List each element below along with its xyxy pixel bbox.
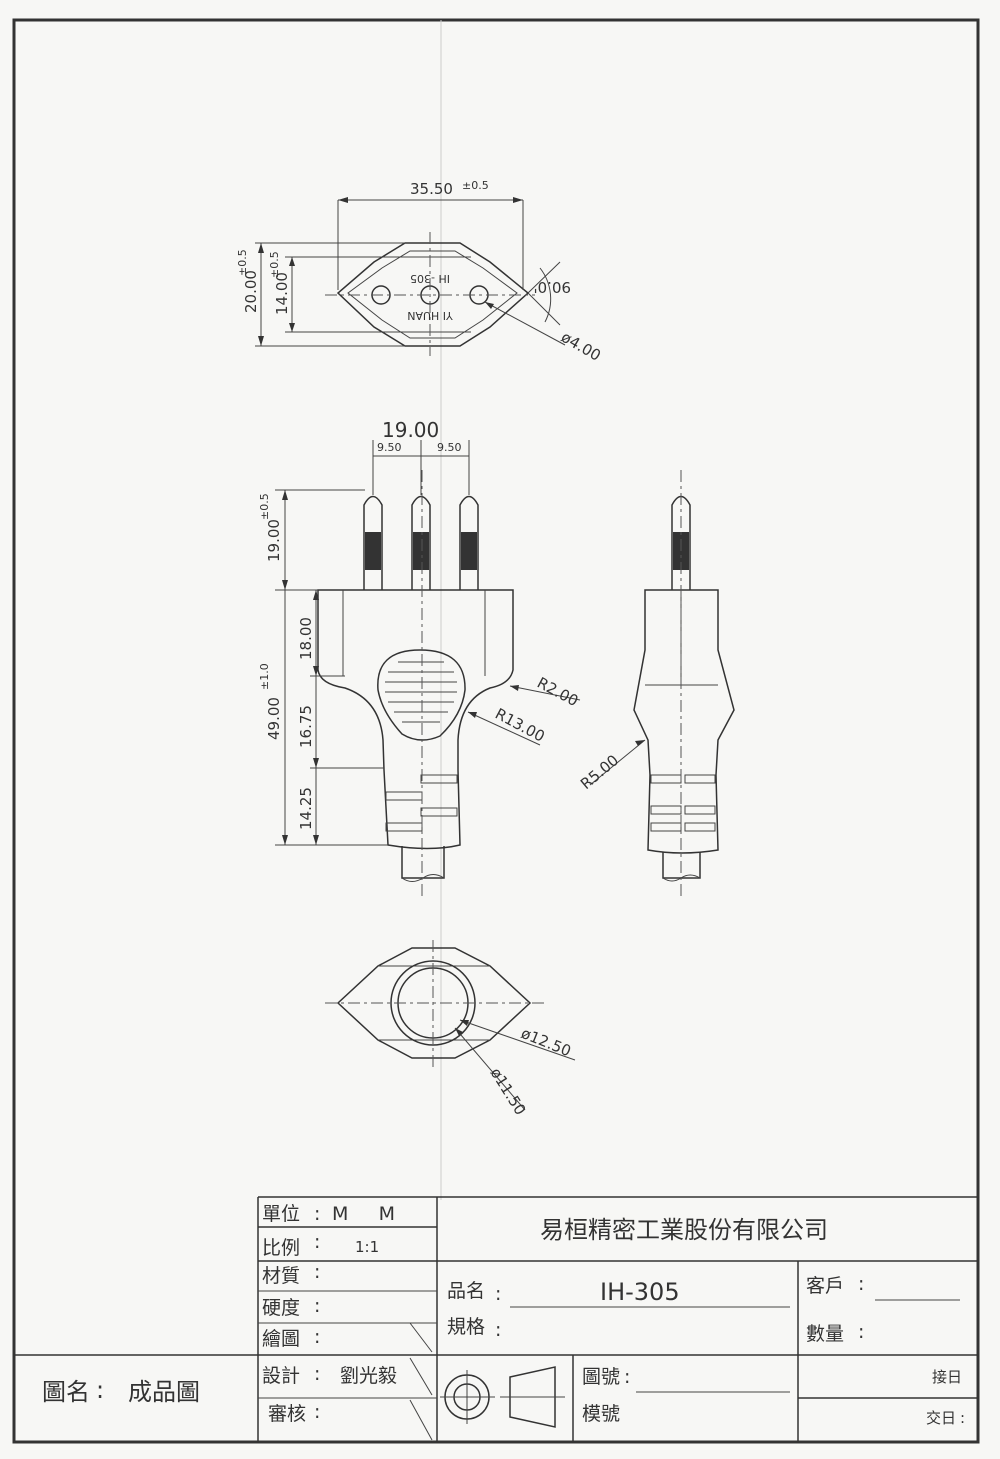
inner-dia-dim: ø11.50 (487, 1065, 530, 1119)
svg-text::: : (314, 1363, 320, 1385)
hardness-label: 硬度 (262, 1297, 300, 1319)
svg-text::: : (314, 1203, 320, 1225)
outer-dia-dim: ø12.50 (519, 1024, 574, 1060)
cable (401, 846, 445, 879)
drawn-label: 繪圖 (262, 1328, 300, 1350)
scale-value: 1:1 (355, 1238, 379, 1256)
pin-left (363, 495, 383, 590)
body-length-tol: ±1.0 (258, 663, 271, 690)
seg3-dim: 14.25 (297, 787, 315, 830)
angle-arc (539, 267, 552, 323)
spec-label: 規格 (447, 1316, 485, 1338)
radius-r2: R2.00 (534, 674, 581, 710)
unit-label: 單位 (262, 1203, 300, 1225)
pin-pitch-left: 9.50 (377, 441, 402, 454)
side-view: R5.00 (577, 470, 735, 900)
svg-text::: : (960, 1409, 965, 1427)
top-view-inner-outline (347, 250, 518, 339)
svg-text::: : (314, 1231, 320, 1253)
side-outline (633, 589, 735, 854)
radius-r13: R13.00 (492, 705, 548, 746)
side-radius: R5.00 (577, 751, 622, 793)
svg-text::: : (314, 1295, 320, 1317)
face-text-model: IH -305 (410, 272, 450, 285)
width-dim: 35.50 (410, 180, 453, 198)
design-label: 設計 (262, 1365, 300, 1387)
svg-text::: : (858, 1273, 864, 1295)
side-ribs (650, 774, 716, 832)
customer-label: 客戶 (806, 1275, 844, 1297)
seg2-dim: 16.75 (297, 705, 315, 748)
product-name-value: IH-305 (600, 1278, 680, 1306)
pin-dia-dim: ø4.00 (558, 328, 604, 365)
mold-no-label: 模號 (582, 1403, 620, 1425)
top-view: IH -305 YI HUAN 35.50 ±0.5 20.00 ±0.5 14… (236, 179, 604, 365)
svg-text::: : (495, 1283, 501, 1305)
unit-value: M M (332, 1203, 395, 1225)
company-name: 易桓精密工業股份有限公司 (540, 1216, 828, 1244)
product-name-label: 品名 (447, 1280, 485, 1302)
angle-dim: 90.0' (533, 278, 571, 296)
svg-text::: : (314, 1401, 320, 1423)
pin-center (411, 495, 431, 590)
inner-height-dim: 14.00 (273, 272, 291, 315)
bottom-outline (336, 947, 532, 1059)
bottom-view: ø12.50 ø11.50 (325, 940, 576, 1119)
designer-name: 劉光毅 (340, 1365, 397, 1387)
inner-height-tol: ±0.5 (268, 251, 281, 278)
outer-height-dim: 20.00 (242, 270, 260, 313)
drawing-name-value: 成品圖 (128, 1378, 200, 1406)
top-view-outline (336, 242, 530, 347)
title-block: 單位 : M M 比例 : 1:1 材質 : 硬度 : 繪圖 : 設計 : 劉光… (14, 1196, 978, 1442)
svg-text::: : (495, 1319, 501, 1341)
body-length-dim: 49.00 (265, 697, 283, 740)
svg-text::: : (96, 1376, 104, 1404)
width-tol: ±0.5 (462, 179, 489, 192)
svg-text::: : (858, 1321, 864, 1343)
seg1-dim: 18.00 (297, 617, 315, 660)
drawing-no-label: 圖號 (582, 1366, 620, 1388)
scale-label: 比例 (262, 1237, 300, 1259)
pin-length-dim: 19.00 (265, 519, 283, 562)
pin-pitch-right: 9.50 (437, 441, 462, 454)
face-text-brand: YI HUAN (407, 309, 454, 322)
front-view: 19.00 9.50 9.50 19.00 ±0.5 49.00 ±1.0 18… (258, 418, 581, 900)
svg-text::: : (314, 1326, 320, 1348)
quantity-label: 數量 (806, 1323, 844, 1345)
delivery-date-label: 交日 (926, 1409, 956, 1427)
material-label: 材質 (262, 1265, 300, 1287)
pin-right (459, 495, 479, 590)
projection-symbol (440, 1366, 565, 1428)
outer-height-tol: ±0.5 (236, 249, 249, 276)
pin-length-tol: ±0.5 (258, 493, 271, 520)
sheet-border (12, 18, 980, 1444)
body-outline (317, 589, 514, 850)
pin-span-dim: 19.00 (382, 418, 439, 442)
grip-ribs (385, 661, 457, 723)
received-date-label: 接日 (932, 1368, 962, 1386)
review-label: 審核 (268, 1403, 306, 1425)
drawing-name-label: 圖名 (42, 1378, 90, 1406)
grip-pad (377, 649, 466, 741)
svg-text::: : (314, 1261, 320, 1283)
svg-text::: : (624, 1366, 630, 1388)
